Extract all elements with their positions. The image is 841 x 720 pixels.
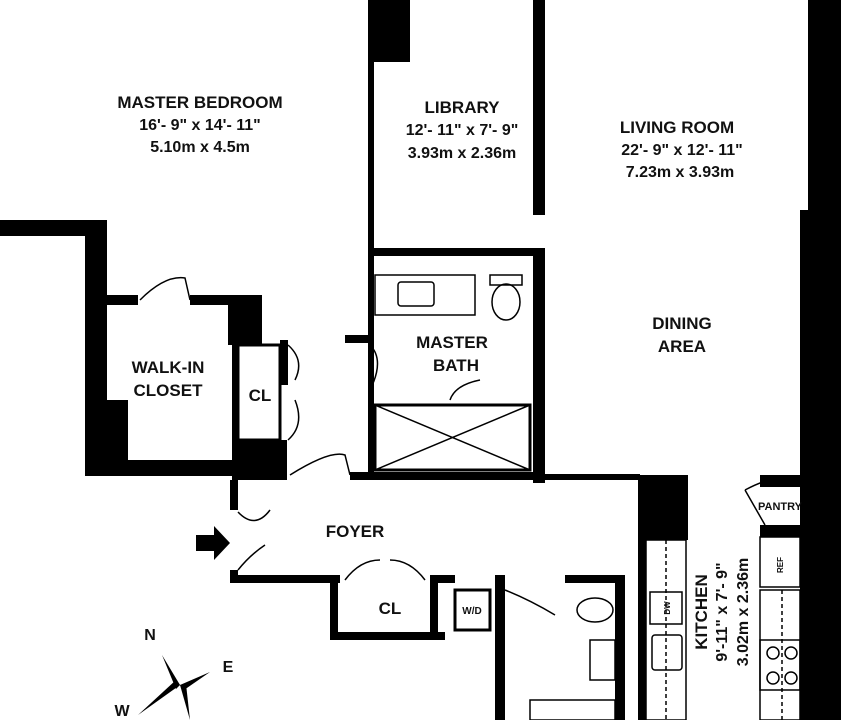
library-metric: 3.93m x 2.36m xyxy=(408,145,517,162)
washer-dryer-label: W/D xyxy=(462,606,481,617)
entry-arrow-icon xyxy=(196,526,230,560)
dining-line2: AREA xyxy=(658,337,706,356)
master-bath-line1: MASTER xyxy=(416,333,488,352)
master-bedroom-metric: 5.10m x 4.5m xyxy=(150,139,250,156)
walk-in-closet-line1: WALK-IN xyxy=(132,358,205,377)
living-room-metric: 7.23m x 3.93m xyxy=(626,164,735,181)
closet-1-label: CL xyxy=(249,386,272,405)
pantry-label: PANTRY xyxy=(758,501,803,513)
closet-2-label: CL xyxy=(379,599,402,618)
dining-line1: DINING xyxy=(652,314,712,333)
master-bath-line2: BATH xyxy=(433,356,479,375)
living-room-imperial: 22'- 9" x 12'- 11" xyxy=(621,142,743,159)
compass-icon: N E W xyxy=(114,627,234,720)
kitchen-name: KITCHEN xyxy=(692,574,711,650)
foyer-label: FOYER xyxy=(326,522,385,541)
dishwasher-label: DW xyxy=(663,601,672,615)
washer-dryer-box xyxy=(453,588,492,632)
master-bedroom-name: MASTER BEDROOM xyxy=(117,93,282,112)
toilet-icon xyxy=(489,274,523,321)
refrigerator-label: REF xyxy=(776,557,785,573)
kitchen-counters xyxy=(645,536,801,720)
library-name: LIBRARY xyxy=(425,98,501,117)
bath-vanity xyxy=(374,274,476,316)
compass-w: W xyxy=(114,703,130,720)
closet-1-outline xyxy=(236,343,282,442)
compass-e: E xyxy=(223,659,234,676)
shower xyxy=(373,403,532,472)
doors xyxy=(139,276,771,616)
kitchen-metric: 3.02m x 2.36m xyxy=(735,558,752,667)
tub xyxy=(529,699,616,720)
library-imperial: 12'- 11" x 7'- 9" xyxy=(406,122,519,139)
walk-in-closet-line2: CLOSET xyxy=(134,381,204,400)
living-room-name: LIVING ROOM xyxy=(620,118,734,137)
kitchen-imperial: 9'-11" x 7'- 9" xyxy=(714,562,731,661)
master-bedroom-imperial: 16'- 9" x 14'- 11" xyxy=(139,117,261,134)
toilet-2-icon xyxy=(576,597,614,623)
bath-2-sink xyxy=(589,639,616,681)
compass-n: N xyxy=(144,627,156,644)
